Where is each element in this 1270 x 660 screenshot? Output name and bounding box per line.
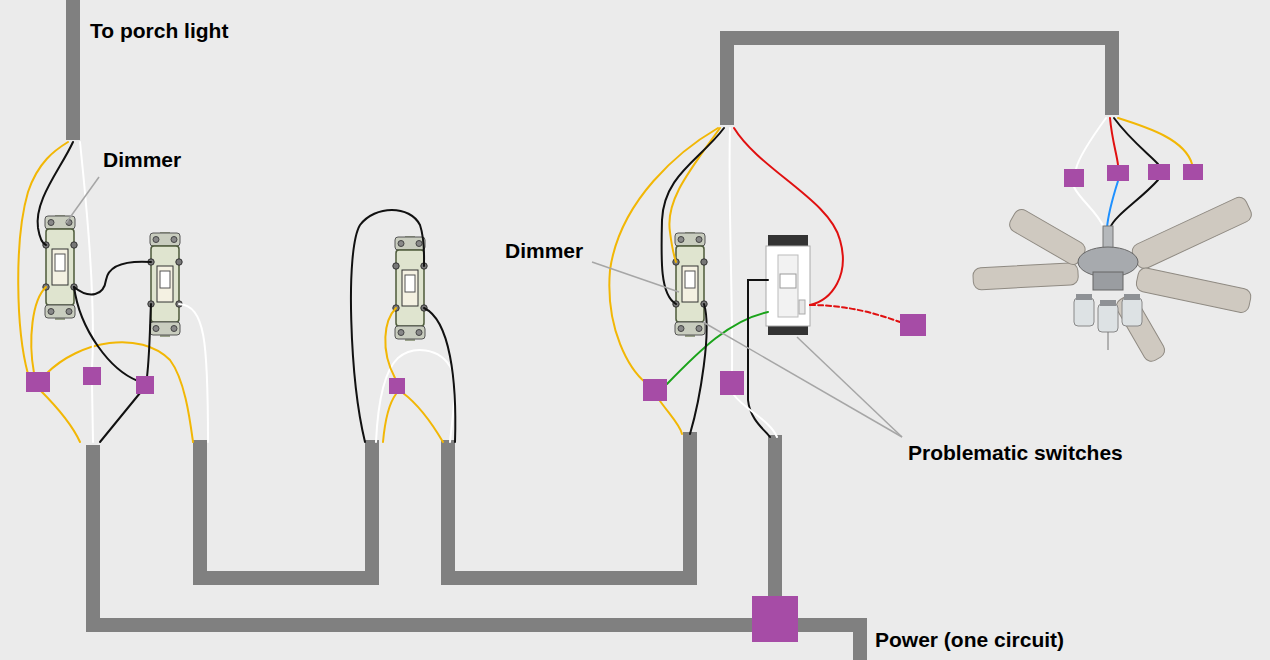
callout-label: Dimmer (101, 147, 183, 172)
wire (351, 210, 424, 442)
wire (1107, 181, 1118, 228)
wire (667, 312, 768, 384)
fan-blade (1130, 195, 1254, 271)
conduit (727, 38, 1112, 125)
wire (74, 262, 151, 295)
toggle-switch (148, 232, 182, 337)
control-face (766, 246, 810, 326)
wire-nut (720, 371, 744, 395)
conduits (73, 0, 1112, 660)
conduit (768, 435, 782, 600)
wire-nut (1107, 165, 1129, 181)
wire (1110, 118, 1118, 165)
conduit (93, 445, 860, 660)
pull-chain (1108, 332, 1109, 350)
wire (1074, 187, 1104, 228)
fan-downrod (1103, 226, 1113, 250)
wire (38, 142, 73, 245)
fan-lamp (1098, 304, 1118, 332)
fan-blade (1113, 292, 1167, 364)
wire (376, 350, 454, 442)
wire (179, 304, 208, 442)
wire (660, 401, 682, 434)
wire (810, 305, 900, 322)
wire (46, 342, 193, 442)
fan-control-switch (766, 235, 810, 335)
wire-nut (136, 376, 154, 394)
toggle-switch (43, 215, 77, 320)
wire-nut (389, 378, 405, 394)
leader-line (703, 322, 902, 437)
wire (385, 308, 396, 378)
callout-label: Problematic switches (906, 440, 1125, 465)
control-slider (780, 274, 796, 288)
wire (734, 395, 777, 437)
wire (669, 128, 720, 262)
wire (424, 308, 455, 442)
wire (100, 393, 140, 442)
wire (92, 384, 93, 442)
wire (1110, 180, 1158, 228)
junction-box (752, 596, 798, 642)
wire (730, 128, 733, 371)
fan-lamp (1074, 298, 1094, 326)
conduit (66, 0, 80, 140)
wire-nuts (26, 164, 1203, 401)
wire-label: Power (one circuit) (873, 627, 1066, 652)
wire (147, 304, 151, 377)
wire (1118, 118, 1192, 164)
control-slot (778, 255, 798, 317)
wire-label: To porch light (88, 18, 230, 43)
wire-nut (900, 314, 926, 336)
wire (18, 142, 68, 374)
wire (74, 287, 138, 381)
wire-nut (26, 372, 50, 392)
toggle-switch (673, 232, 707, 337)
fan-lamp (1122, 298, 1142, 326)
ceiling-fan (973, 195, 1254, 364)
toggle-switch (393, 236, 427, 341)
wire (31, 287, 46, 373)
wire (383, 394, 396, 442)
wire-nut (1064, 169, 1084, 187)
lamp-cap (1076, 294, 1092, 300)
wire-nut (643, 379, 667, 401)
wire (609, 128, 718, 383)
leader-line (592, 262, 679, 292)
lamp-cap (1124, 294, 1140, 300)
fan-blade (973, 263, 1079, 290)
fan-switch-housing (1093, 272, 1123, 290)
fan-blade (1135, 266, 1252, 313)
wire-nut (1148, 164, 1170, 180)
conduit (448, 432, 690, 578)
wire (734, 128, 843, 305)
wire (403, 393, 443, 442)
wires (18, 118, 1192, 442)
fan-blades (973, 195, 1254, 364)
leader-line (797, 337, 902, 437)
fan-blade (1007, 207, 1088, 268)
leader-lines (66, 177, 902, 437)
lamp-cap (1100, 300, 1116, 306)
callout-label: Dimmer (503, 238, 585, 263)
wire (662, 128, 724, 304)
conduit (200, 440, 372, 578)
leader-line (66, 177, 99, 223)
wire-nut (83, 367, 101, 385)
control-toggle (799, 300, 805, 314)
wire (40, 390, 80, 442)
wire-nut (1183, 164, 1203, 180)
wire (1076, 118, 1106, 169)
